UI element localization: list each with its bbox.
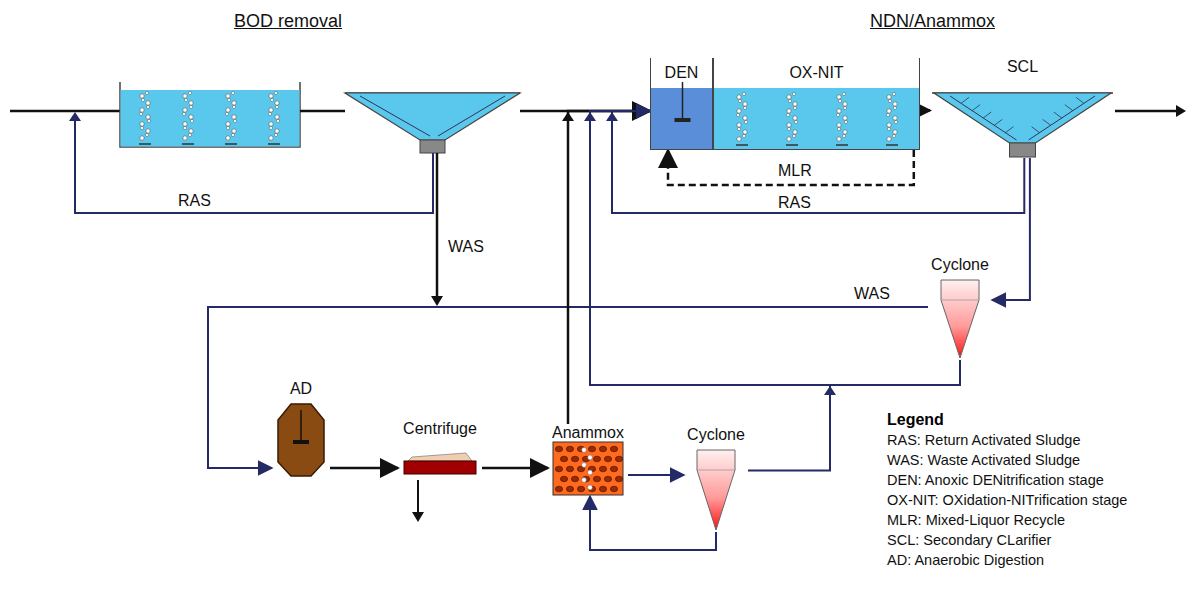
flow-line [590, 111, 830, 471]
stream-label: RAS [776, 194, 813, 212]
digester: AD [272, 380, 330, 480]
legend-text: DEN: Anoxic DENitrification stage [887, 472, 1104, 488]
stream-label: WAS [852, 285, 892, 303]
legend-entry: OX-NIT: OXidation-NITrification stage [887, 490, 1127, 510]
stream-label: WAS [446, 238, 486, 256]
cyclone: Cyclone [684, 426, 748, 532]
recycle-line [668, 150, 914, 185]
legend-text: AD: Anaerobic Digestion [887, 552, 1044, 568]
legend: LegendRAS: Return Activated SludgeWAS: W… [887, 410, 1127, 570]
section-heading: BOD removal [232, 12, 344, 30]
flow-line [590, 496, 716, 550]
legend-text: SCL: Secondary CLarifier [887, 532, 1051, 548]
legend-entry: RAS: Return Activated Sludge [887, 430, 1127, 450]
flow-line [330, 467, 398, 470]
node-label: AD [272, 380, 330, 398]
stream-label: RAS [176, 192, 213, 210]
legend-entry: WAS: Waste Activated Sludge [887, 450, 1127, 470]
legend-text: OX-NIT: OXidation-NITrification stage [887, 492, 1127, 508]
legend-text: RAS: Return Activated Sludge [887, 432, 1080, 448]
flow-line [628, 474, 684, 476]
section-heading: NDN/Anammox [868, 12, 997, 30]
node-label: Cyclone [684, 426, 748, 444]
denitrification-tank: DEN [650, 58, 713, 150]
anammox-reactor: Anammox [548, 424, 628, 496]
legend-entry: MLR: Mixed-Liquor Recycle [887, 510, 1127, 530]
flow-line [590, 111, 960, 385]
stream-label: MLR [776, 162, 814, 180]
legend-title: Legend [887, 410, 1127, 430]
flow-line [568, 111, 650, 424]
cyclone: Cyclone [928, 256, 992, 360]
flow-line [482, 467, 548, 470]
legend-text: WAS: Waste Activated Sludge [887, 452, 1080, 468]
legend-entry: AD: Anaerobic Digestion [887, 550, 1127, 570]
flow-line [920, 109, 930, 112]
legend-text: MLR: Mixed-Liquor Recycle [887, 512, 1065, 528]
node-label: OX-NIT [714, 58, 919, 82]
centrifuge: Centrifuge [398, 420, 482, 482]
flow-line [992, 158, 1030, 300]
legend-entry: DEN: Anoxic DENitrification stage [887, 470, 1127, 490]
node-label: Centrifuge [398, 420, 482, 438]
node-label: SCL [930, 58, 1115, 76]
nitrification-tank: OX-NIT [713, 58, 920, 150]
node-label: Anammox [548, 424, 628, 442]
node-label: DEN [651, 58, 712, 82]
legend-entry: SCL: Secondary CLarifier [887, 530, 1127, 550]
node-label: Cyclone [928, 256, 992, 274]
clarifier: SCL [930, 58, 1115, 158]
